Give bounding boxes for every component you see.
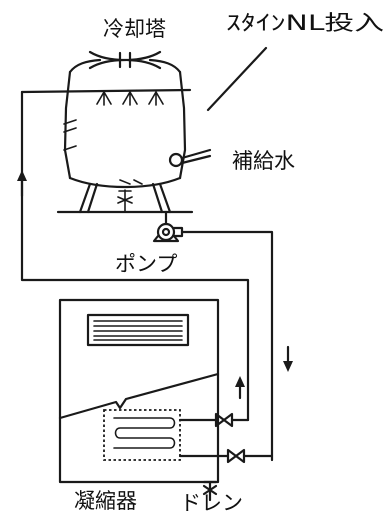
condenser xyxy=(58,298,220,484)
pump-icon xyxy=(152,210,184,243)
cooling-tower-label: 冷却塔 xyxy=(103,17,166,41)
makeup-water-label: 補給水 xyxy=(232,149,295,173)
flow-up-arrow-left xyxy=(17,170,27,181)
drain-valve-icon xyxy=(202,480,218,502)
condenser-label: 凝縮器 xyxy=(74,489,137,513)
drain-label: ドレン xyxy=(180,491,243,515)
pump-label: ポンプ xyxy=(115,252,177,276)
supply-pipe xyxy=(180,230,274,462)
stainless-nl-input-label: ｽﾀｲﾝNL投入 xyxy=(226,11,384,35)
flow-down-arrow xyxy=(283,361,293,372)
cooling-tower xyxy=(20,50,212,214)
flow-up-arrow-right xyxy=(235,376,245,387)
fan-icon xyxy=(88,50,162,70)
spray-nozzles xyxy=(96,91,164,106)
tower-legs xyxy=(78,182,172,214)
valve-icon-lower xyxy=(226,448,246,464)
stainless-nl-leader-line xyxy=(206,46,268,112)
condenser-coil xyxy=(103,409,181,461)
valve-icon-upper xyxy=(214,412,234,428)
